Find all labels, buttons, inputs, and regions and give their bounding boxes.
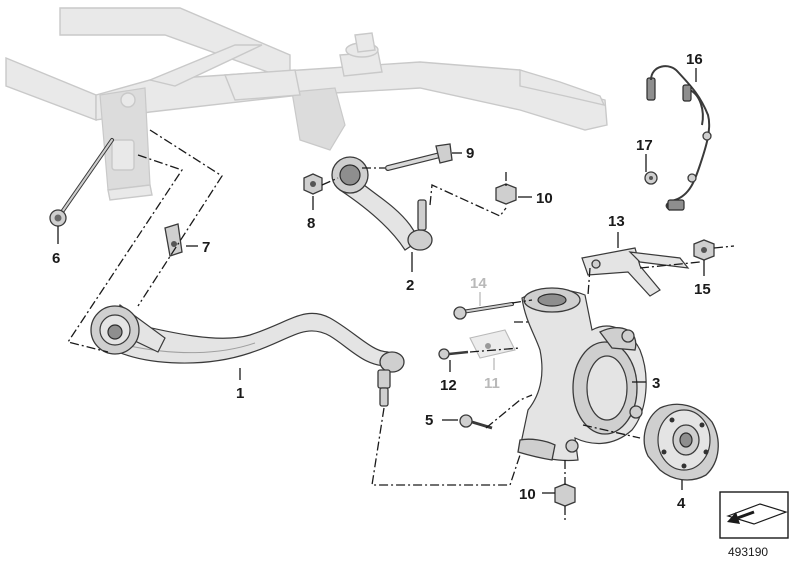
callout-7: 7	[202, 239, 210, 256]
part-14-bolt	[453, 302, 514, 320]
part-13-bracket	[581, 247, 690, 297]
diagram-id: 493190	[728, 545, 768, 559]
callout-6: 6	[52, 250, 60, 267]
part-16-sensor	[646, 65, 712, 211]
callout-9: 9	[466, 145, 474, 162]
subframe	[5, 7, 608, 201]
callout-11: 11	[484, 375, 500, 392]
part-10-nut-bottom	[554, 483, 576, 507]
callout-4: 4	[677, 495, 686, 512]
callout-3: 3	[652, 375, 660, 392]
callout-16: 16	[686, 51, 703, 68]
part-15-nut	[693, 239, 715, 261]
callout-8: 8	[307, 215, 315, 232]
callout-1: 1	[236, 385, 244, 402]
part-7-bracket	[164, 223, 183, 257]
callout-10-top: 10	[536, 190, 553, 207]
leader-lines	[57, 68, 705, 494]
callout-13: 13	[608, 213, 625, 230]
callout-10-bottom: 10	[519, 486, 536, 503]
callout-15: 15	[694, 281, 711, 298]
part-4-hub	[643, 403, 719, 481]
part-2-wishbone	[331, 156, 433, 251]
part-5-bolt	[459, 414, 493, 430]
callout-14: 14	[470, 275, 487, 292]
callout-12: 12	[440, 377, 457, 394]
part-10-nut-top	[495, 183, 517, 205]
part-8-nut	[303, 173, 323, 195]
orientation-badge: 493190	[719, 491, 789, 559]
part-11-bracket	[469, 329, 516, 359]
callout-2: 2	[406, 277, 414, 294]
part-1-control-arm	[90, 304, 405, 407]
part-6-bolt	[49, 138, 114, 227]
part-9-bolt	[385, 143, 453, 171]
callout-labels: 1 2 3 4 5 6 7 8 9 10 10 11 12 13 14 15 1…	[52, 51, 711, 512]
callout-5: 5	[425, 412, 433, 429]
part-12-screw	[438, 348, 469, 360]
part-3-knuckle	[517, 287, 647, 462]
callout-17: 17	[636, 137, 653, 154]
assembly-lines	[66, 129, 735, 522]
part-17-screw	[644, 171, 658, 185]
